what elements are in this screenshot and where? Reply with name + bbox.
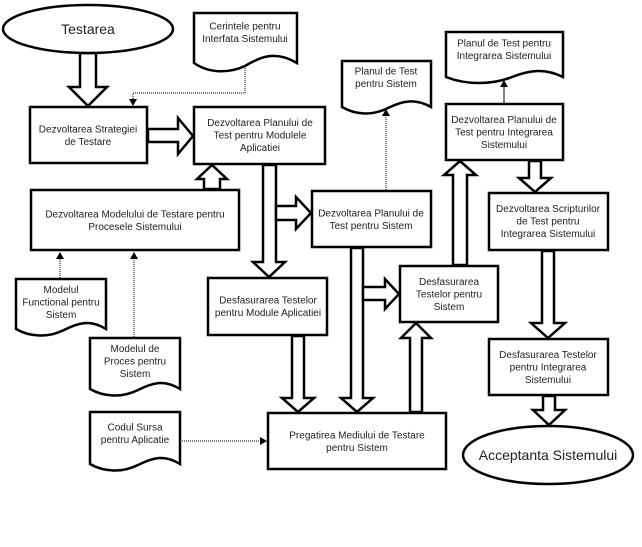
edge-plan-module-to-desf-module [249, 163, 289, 279]
node-label-line: Modelul de [111, 344, 160, 355]
node-label-line: Sistem [120, 369, 151, 380]
node-label: Planul de Test pentru Sistem [355, 66, 418, 90]
node-label-line: Aplicatiei [240, 143, 280, 154]
node-label-line: de Testare [65, 137, 112, 148]
edge-plan-sistem-to-pregatirea [337, 246, 377, 414]
edge-plan-module-to-plan-sistem [274, 193, 313, 233]
edge-strategie-to-plan-module [146, 114, 195, 158]
node-desf-module: Desfasurarea Testelor pentru Module Aplic… [206, 276, 329, 337]
node-label: Dezvoltarea Planului de Test pentru Integ… [451, 115, 557, 151]
edge-desf-integrare-to-acceptanta [529, 394, 569, 427]
node-label-line: pentru Module Aplicatiei [215, 308, 321, 319]
node-cod-sursa: Codul Sursa pentru Aplicatie [88, 410, 182, 472]
node-testarea: Testarea [1, 3, 175, 55]
edge-plan-sistem-to-desf-sistem [361, 275, 401, 313]
node-pregatirea: Pregatirea Mediului de Testare pentru Sis… [266, 411, 448, 471]
node-label-line: Cerintele pentru [209, 21, 280, 32]
node-label: Acceptanta Sistemului [479, 447, 618, 463]
node-label: Dezvoltarea Planului de Test pentru Modul… [207, 118, 313, 154]
node-label-line: pentru Aplicatie [101, 435, 170, 446]
node-label-line: Planul de Test [355, 66, 418, 77]
node-label: Testarea [61, 21, 115, 37]
node-label-line: Planul de Test pentru [457, 38, 551, 49]
node-label-line: Proces pentru [104, 357, 166, 368]
node-label-line: Modelul [43, 285, 78, 296]
node-label-line: Desfasurarea [419, 277, 479, 288]
edge-model-testare-to-plan-module [193, 163, 231, 191]
node-label-line: Sistemului [525, 375, 571, 386]
edge-scripturi-to-desf-integrare [527, 249, 569, 340]
node-label-line: Functional pentru [22, 298, 99, 309]
node-label-line: Interfata Sistemului [202, 34, 288, 45]
node-label-line: Pregatirea Mediului de Testare [289, 430, 425, 441]
node-strategie: Dezvoltarea Strategiei de Testare [28, 105, 149, 165]
node-label-line: Codul Sursa [107, 422, 162, 433]
node-acceptanta: Acceptanta Sistemului [461, 424, 635, 486]
node-plan-integrare: Dezvoltarea Planului de Test pentru Integ… [444, 102, 565, 162]
node-label-line: Sistemului [481, 140, 527, 151]
edge-pregatirea-to-desf-sistem [397, 321, 435, 414]
edge-testarea-to-strategie [65, 51, 111, 108]
node-label-line: de Test pentru [516, 217, 579, 228]
edge-desf-sistem-to-plan-integrare [440, 159, 480, 267]
node-label-line: Testarea [61, 21, 115, 37]
node-label: Dezvoltarea Strategiei de Testare [39, 124, 137, 148]
node-label-line: Test pentru Integrarea [455, 128, 553, 139]
node-label-line: Dezvoltarea Modelului de Testare pentru [45, 209, 224, 220]
node-plan-module: Dezvoltarea Planului de Test pentru Modul… [192, 105, 327, 166]
node-label: Codul Sursa pentru Aplicatie [101, 422, 170, 446]
node-label-line: Test pentru Modulele [214, 131, 307, 142]
node-label-line: Dezvoltarea Strategiei [39, 124, 137, 135]
node-label-line: Dezvoltarea Planului de [318, 208, 424, 219]
node-label-line: Integrarea Sistemului [501, 229, 596, 240]
node-label: Dezvoltarea Planului de Test pentru Siste… [318, 208, 424, 232]
node-label-line: pentru Sistem [355, 79, 417, 90]
node-label-line: pentru Sistem [326, 443, 388, 454]
node-label: Desfasurarea Testelor pentru Module Aplic… [215, 295, 321, 319]
node-label-line: Sistem [46, 310, 77, 321]
node-label-line: Dezvoltarea Planului de [207, 118, 313, 129]
node-label-line: Sistem [434, 302, 465, 313]
node-label-line: Dezvoltarea Scripturilor [496, 204, 601, 215]
node-label-line: Test pentru Sistem [330, 221, 413, 232]
node-label-line: Procesele Sistemului [88, 222, 181, 233]
edge-plan-integrare-to-scripturi [515, 159, 555, 194]
node-plan-sistem: Dezvoltarea Planului de Test pentru Siste… [310, 189, 433, 249]
node-label: Pregatirea Mediului de Testare pentru Sis… [289, 430, 425, 454]
edge-desf-module-to-pregatirea [278, 334, 318, 414]
node-label-line: Testelor pentru [416, 290, 482, 301]
edge-cerintele-to-strategie [129, 66, 246, 106]
node-label-line: Integrarea Sistemului [457, 51, 552, 62]
node-label-line: Desfasurarea Testelor [219, 295, 317, 306]
node-label-line: Acceptanta Sistemului [479, 447, 618, 463]
node-label-line: Dezvoltarea Planului de [451, 115, 557, 126]
node-label-line: pentru Integrarea [510, 363, 587, 374]
node-plan-test-sistem-doc: Planul de Test pentru Sistem [340, 59, 433, 115]
node-label-line: Desfasurarea Testelor [499, 350, 597, 361]
